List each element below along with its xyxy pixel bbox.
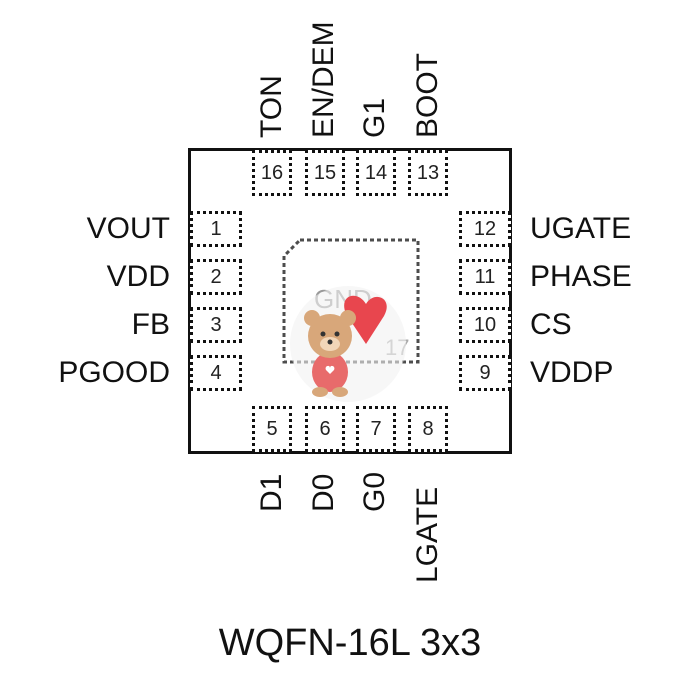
pin-1-number: 1 bbox=[210, 217, 222, 240]
pin-16-pad: 16 bbox=[252, 150, 292, 196]
pin-8-label: LGATE bbox=[411, 486, 444, 583]
pin-7-number: 7 bbox=[370, 417, 382, 440]
pin-5-label: D1 bbox=[255, 473, 288, 512]
pin-8-pad: 8 bbox=[408, 406, 448, 452]
pin-6-pad: 6 bbox=[305, 406, 345, 452]
pin-2-label: VDD bbox=[106, 260, 170, 293]
pin-10-label: CS bbox=[530, 308, 572, 341]
pin-5-pad: 5 bbox=[252, 406, 292, 452]
pin-16-label: TON bbox=[255, 75, 288, 138]
pin-12-number: 12 bbox=[473, 217, 497, 240]
pin-7-label: G0 bbox=[358, 471, 391, 512]
pin-9-label: VDDP bbox=[530, 356, 614, 389]
pin-3-label: FB bbox=[131, 308, 170, 341]
pin-12-label: UGATE bbox=[530, 212, 632, 245]
pin-3-number: 3 bbox=[210, 313, 222, 336]
pin-14-number: 14 bbox=[364, 161, 388, 184]
pin-8-number: 8 bbox=[422, 417, 434, 440]
pin-15-label: EN/DEM bbox=[307, 21, 340, 138]
teddy-bear-heart-icon bbox=[290, 286, 406, 402]
pin-13-pad: 13 bbox=[408, 150, 448, 196]
pin-12-pad: 12 bbox=[459, 211, 511, 247]
pin-14-pad: 14 bbox=[356, 150, 396, 196]
pin-3-pad: 3 bbox=[190, 307, 242, 343]
package-title: WQFN-16L 3x3 bbox=[218, 622, 482, 664]
pin-4-number: 4 bbox=[210, 361, 222, 384]
pin-13-label: BOOT bbox=[411, 52, 444, 138]
pin-2-pad: 2 bbox=[190, 259, 242, 295]
pin-7-pad: 7 bbox=[356, 406, 396, 452]
pin-11-number: 11 bbox=[474, 265, 496, 288]
pin-9-pad: 9 bbox=[459, 355, 511, 391]
pin-4-pad: 4 bbox=[190, 355, 242, 391]
pin-15-pad: 15 bbox=[305, 150, 345, 196]
pin-10-number: 10 bbox=[473, 313, 497, 336]
pin-16-number: 16 bbox=[260, 161, 284, 184]
pin-14-label: G1 bbox=[358, 97, 391, 138]
pin-10-pad: 10 bbox=[459, 307, 511, 343]
pin-4-label: PGOOD bbox=[58, 356, 170, 389]
pin-5-number: 5 bbox=[266, 417, 278, 440]
pin-9-number: 9 bbox=[479, 361, 491, 384]
pin-6-number: 6 bbox=[319, 417, 331, 440]
pin-2-number: 2 bbox=[210, 265, 222, 288]
pin-1-label: VOUT bbox=[86, 212, 170, 245]
pin-13-number: 13 bbox=[416, 161, 440, 184]
pin-6-label: D0 bbox=[307, 473, 340, 512]
pin-15-number: 15 bbox=[313, 161, 337, 184]
pin-11-pad: 11 bbox=[459, 259, 511, 295]
pin-11-label: PHASE bbox=[530, 260, 632, 293]
pin-1-pad: 1 bbox=[190, 211, 242, 247]
